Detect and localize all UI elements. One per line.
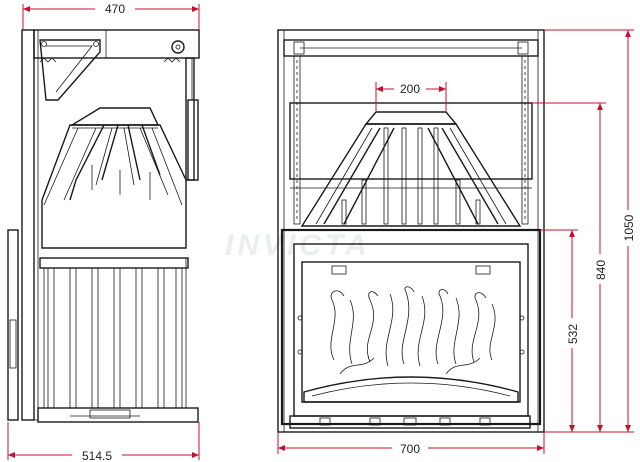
dimension-front-door-height: 532: [540, 229, 580, 432]
watermark-text: INVICTA: [225, 229, 371, 262]
front-hood-rods: [341, 127, 481, 225]
side-band: [39, 257, 189, 269]
dimension-side-top: 470: [22, 2, 200, 30]
dimension-front-total-height: 1050: [544, 29, 636, 433]
side-top-bracket: [39, 39, 101, 101]
front-hood: [300, 123, 522, 227]
front-flames: [330, 286, 496, 375]
dimension-label-front-mid-height: 840: [594, 260, 608, 280]
side-handle: [9, 319, 17, 369]
front-grate: [303, 376, 519, 403]
front-outer-frame: [277, 29, 545, 433]
dimension-label-front-opening: 200: [400, 82, 420, 96]
front-hood-box: [289, 102, 533, 180]
front-door-frame: [280, 228, 542, 426]
dimension-label-side-top: 470: [105, 2, 125, 16]
dimension-label-front-bottom: 700: [400, 442, 420, 456]
side-counterweight: [187, 99, 199, 181]
front-hood-cap: [364, 111, 458, 125]
side-view: [7, 29, 200, 423]
dimension-front-opening: 200: [375, 82, 447, 112]
dimension-label-front-door-height: 532: [566, 324, 580, 344]
dimension-side-bottom: 514.5: [7, 422, 200, 462]
side-base: [37, 407, 199, 423]
front-rivets: [297, 315, 525, 355]
dimension-front-mid-height: 840: [532, 102, 608, 432]
side-hood-cap: [69, 107, 160, 126]
side-pulley: [171, 40, 185, 54]
front-top-rail: [283, 39, 539, 57]
front-controls: [319, 417, 491, 426]
front-chains: [293, 55, 529, 225]
side-bars: [47, 267, 183, 409]
watermark-logo: INVICTA: [225, 229, 371, 262]
dimension-label-front-total-height: 1050: [622, 214, 636, 241]
side-door-frame: [7, 229, 19, 421]
front-door-inner: [293, 243, 529, 417]
dimension-front-bottom: 700: [277, 432, 545, 456]
front-control-strip: [289, 415, 531, 429]
front-firebox-glass: [301, 261, 521, 403]
side-top-frame: [33, 29, 200, 59]
side-spring-cover: [185, 57, 195, 181]
dimension-label-side-bottom: 514.5: [82, 449, 112, 462]
side-back-plate: [21, 29, 35, 421]
front-view: [277, 29, 545, 433]
side-hood: [41, 124, 187, 249]
